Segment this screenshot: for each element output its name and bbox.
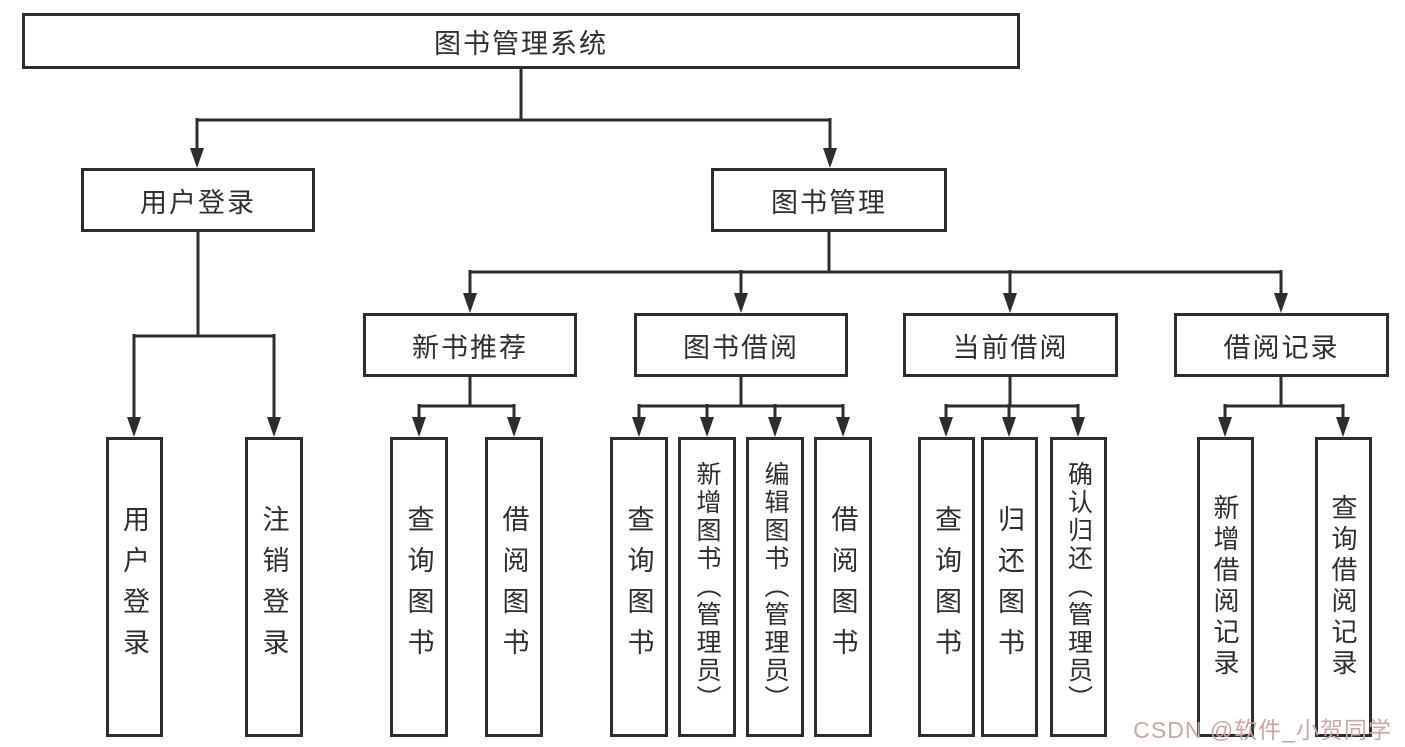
leaf-borrow-books-recommend: 借阅图书: [485, 437, 543, 737]
leaf-confirm-return-admin: 确认归还（管理员）: [1050, 437, 1107, 737]
leaf-query-books-recommend-label: 查询图书: [403, 505, 434, 669]
leaf-return-book-label: 归还图书: [994, 505, 1024, 669]
node-borrow-records: 借阅记录: [1174, 313, 1389, 377]
leaf-query-books-current: 查询图书: [918, 437, 975, 737]
leaf-user-login: 用户登录: [106, 437, 163, 737]
leaf-confirm-return-admin-label: 确认归还（管理员）: [1064, 461, 1093, 713]
leaf-query-books-recommend: 查询图书: [390, 437, 448, 737]
leaf-add-borrow-record: 新增借阅记录: [1197, 437, 1254, 737]
leaf-query-borrow-record-label: 查询借阅记录: [1328, 494, 1358, 680]
leaf-borrow-books: 借阅图书: [814, 437, 872, 737]
leaf-add-book-admin-label: 新增图书（管理员）: [693, 461, 721, 713]
leaf-edit-book-admin: 编辑图书（管理员）: [746, 437, 804, 737]
leaf-edit-book-admin-label: 编辑图书（管理员）: [761, 461, 789, 713]
leaf-query-books-borrow-label: 查询图书: [623, 505, 654, 669]
watermark: CSDN @软件_小贺同学: [1133, 717, 1392, 743]
leaf-borrow-books-recommend-label: 借阅图书: [498, 505, 529, 669]
arrowheads: [127, 148, 1350, 437]
node-book-management: 图书管理: [711, 168, 947, 232]
node-current-borrow: 当前借阅: [903, 313, 1118, 377]
leaf-query-borrow-record: 查询借阅记录: [1315, 437, 1372, 737]
node-user-login: 用户登录: [81, 168, 315, 232]
node-root-library-system: 图书管理系统: [22, 13, 1020, 69]
leaf-borrow-books-label: 借阅图书: [827, 505, 858, 669]
node-new-book-recommend: 新书推荐: [363, 313, 577, 377]
leaf-logout: 注销登录: [245, 437, 303, 737]
leaf-query-books-current-label: 查询图书: [931, 505, 961, 669]
leaf-query-books-borrow: 查询图书: [610, 437, 668, 737]
leaf-add-book-admin: 新增图书（管理员）: [678, 437, 736, 737]
leaf-user-login-label: 用户登录: [119, 505, 149, 669]
leaf-return-book: 归还图书: [981, 437, 1038, 737]
leaf-add-borrow-record-label: 新增借阅记录: [1210, 494, 1240, 680]
leaf-logout-label: 注销登录: [258, 505, 289, 669]
node-book-borrow: 图书借阅: [634, 313, 848, 377]
